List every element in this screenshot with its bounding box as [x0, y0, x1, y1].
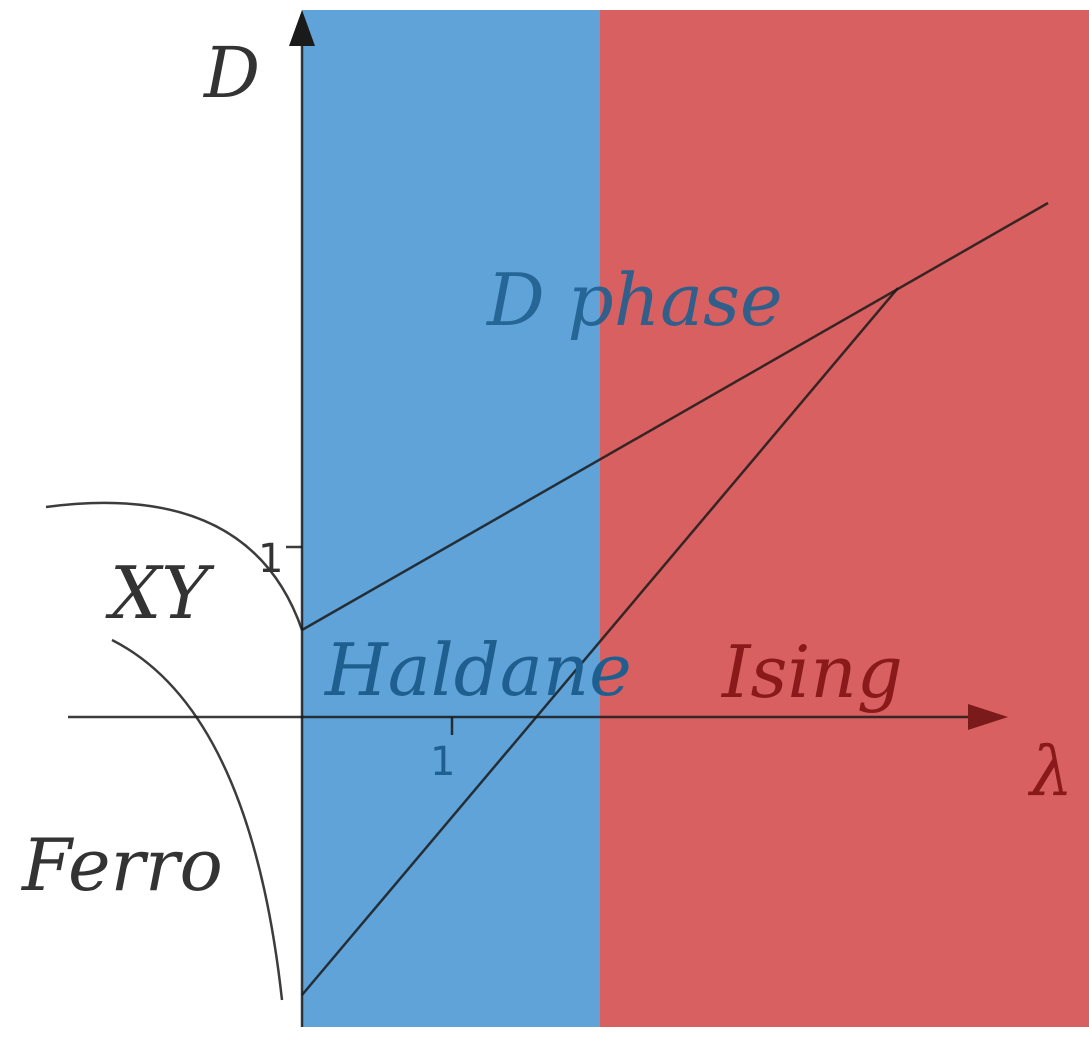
blue-region — [302, 10, 600, 1027]
y-tick-label: 1 — [258, 536, 283, 582]
ferro-boundary — [111, 638, 284, 1001]
xy-label: XY — [105, 551, 215, 635]
d-phase-label: D phase — [485, 258, 783, 342]
x-tick-label: 1 — [430, 739, 455, 785]
x-axis-arrow-icon — [968, 704, 1008, 730]
red-region — [600, 10, 1089, 1027]
d-phase-boundary — [301, 201, 1049, 632]
y-axis-label: D — [202, 32, 260, 114]
x-axis-label: λ — [1027, 733, 1073, 812]
haldane-label: Haldane — [323, 628, 632, 712]
xy-haldane-boundary — [45, 501, 304, 631]
ising-boundary — [301, 287, 899, 996]
ferro-label: Ferro — [20, 823, 223, 907]
y-axis-arrow-icon — [289, 10, 315, 46]
ising-label: Ising — [720, 630, 903, 714]
